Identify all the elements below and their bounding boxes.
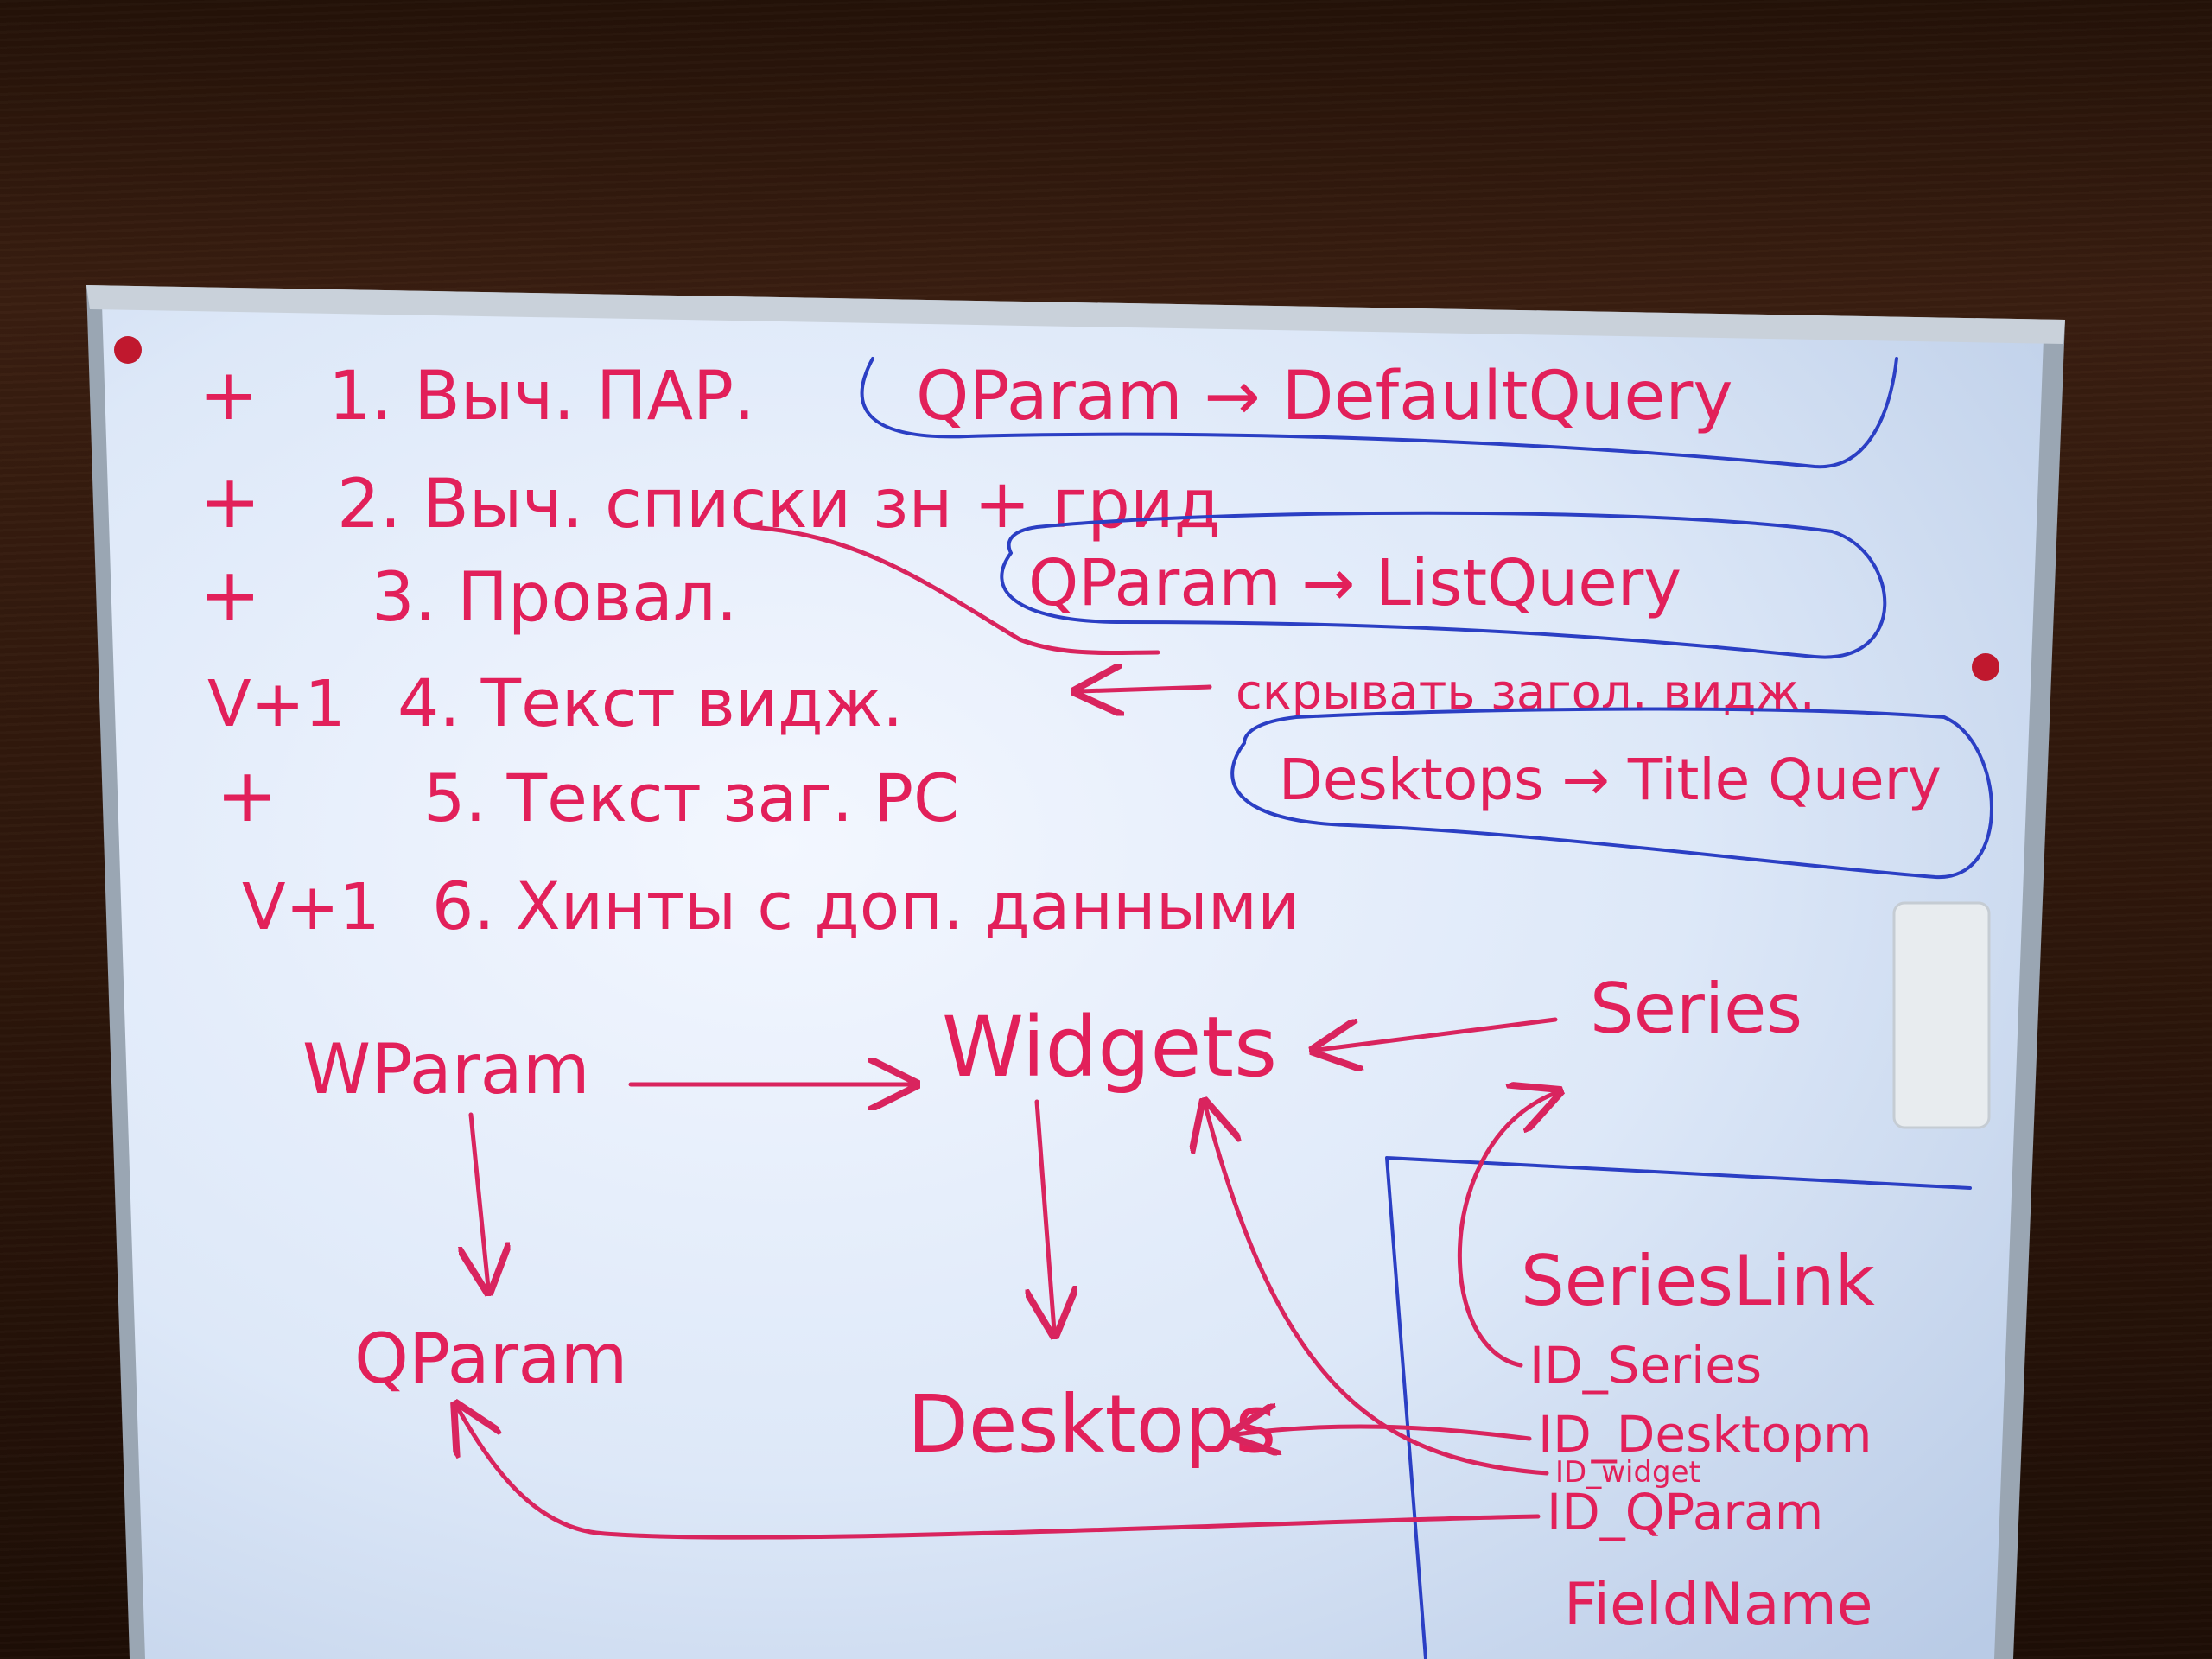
line2-note-outline [1000, 511, 1887, 659]
line4-text: 4. Текст видж. [397, 664, 903, 741]
line1-note: QParam → DefaultQuery [916, 358, 1733, 435]
magnet-left [114, 336, 142, 364]
line6-mark: V+1 [242, 870, 380, 944]
line3-mark: + [199, 552, 261, 639]
line2-note: QParam → ListQuery [1028, 546, 1681, 620]
arrow-idseries-series [1458, 1093, 1555, 1368]
line3-text: 3. Провал. [372, 559, 738, 637]
serieslink-field: ID_widget [1555, 1455, 1700, 1490]
serieslink-box [1385, 1156, 1972, 1659]
todo-list: + 1. Выч. ПАР. QParam → DefaultQuery + 2… [199, 354, 1993, 944]
line4-note: скрывать загол. видж. [1236, 664, 1815, 721]
serieslink-field: FieldName [1564, 1571, 1873, 1639]
serieslink-title: SeriesLink [1521, 1241, 1876, 1321]
line4-arrow [1080, 687, 1212, 691]
node-series: Series [1590, 969, 1802, 1049]
line5-note: Desktops → Title Query [1279, 747, 1942, 813]
node-widgets: Widgets [942, 999, 1277, 1096]
magnet-right [1972, 653, 1999, 681]
node-wparam: WParam [302, 1029, 590, 1109]
line4-mark: V+1 [207, 667, 346, 741]
line2-connector [749, 524, 1160, 656]
arrow-idwidget-widgets [1205, 1106, 1549, 1476]
relations-diagram: WParam Widgets Series QParam Desktops Se… [302, 969, 1972, 1659]
arrow-idqparam-qparam [458, 1408, 1541, 1540]
serieslink-field: ID_Series [1529, 1336, 1762, 1395]
serieslink-field: ID_QParam [1547, 1483, 1823, 1541]
arrow-wparam-qparam [471, 1112, 488, 1287]
line6-text: 6. Хинты с доп. данными [432, 868, 1300, 944]
line5-note-outline [1230, 707, 1993, 880]
node-desktops: Desktops [907, 1378, 1276, 1471]
serieslink-field: ID_Desktopm [1538, 1405, 1872, 1464]
line2-mark: + [199, 459, 261, 545]
whiteboard [86, 285, 2065, 1659]
node-qparam: QParam [354, 1319, 627, 1399]
line1-text: 1. Выч. ПАР. [328, 358, 755, 435]
line5-mark: + [216, 753, 278, 839]
arrow-widgets-desktops [1037, 1099, 1054, 1331]
arrow-series-widgets [1318, 1017, 1558, 1050]
line1-mark: + [199, 354, 258, 436]
line1-note-outline [860, 357, 1898, 469]
eraser [1892, 901, 1991, 1129]
line5-text: 5. Текст заг. РС [423, 760, 959, 836]
